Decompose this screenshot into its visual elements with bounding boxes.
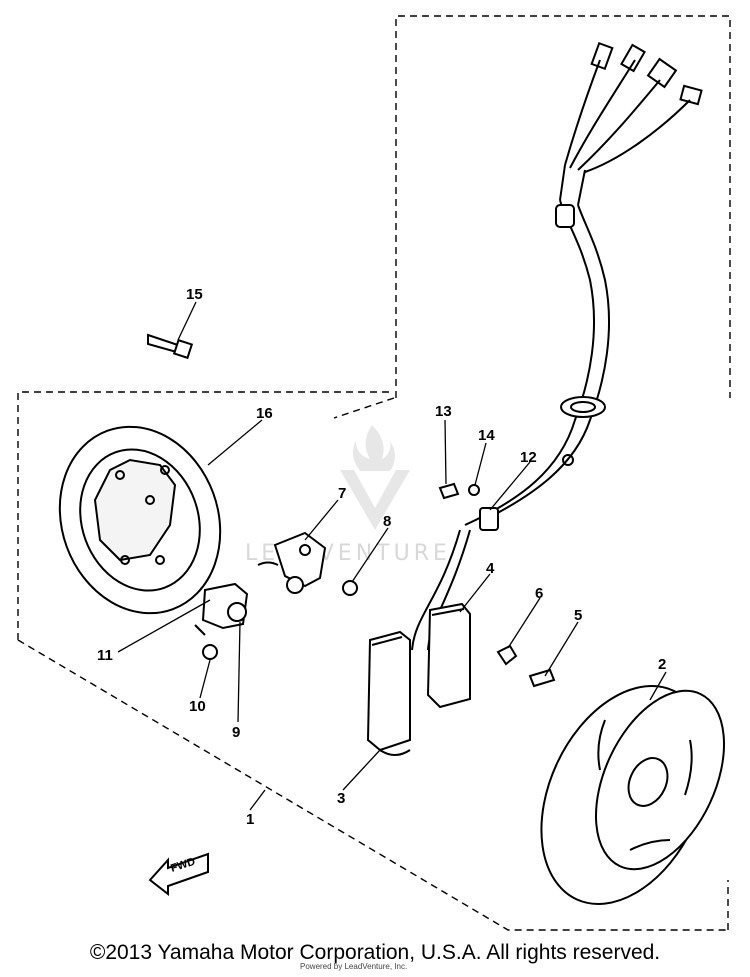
stator-base-plate bbox=[58, 425, 222, 615]
callout-11: 11 bbox=[97, 647, 113, 664]
wire-harness bbox=[411, 41, 703, 651]
screw-8 bbox=[342, 580, 358, 596]
callout-8: 8 bbox=[383, 513, 391, 530]
screw-10 bbox=[202, 644, 218, 660]
callout-4: 4 bbox=[486, 560, 495, 577]
callout-6: 6 bbox=[535, 585, 543, 602]
harness-boundary bbox=[395, 15, 731, 398]
watermark-logo bbox=[340, 425, 410, 530]
powered-by-notice: Powered by LeadVenture, Inc. bbox=[300, 962, 408, 971]
ignition-coil bbox=[366, 630, 411, 756]
screw-13 bbox=[438, 482, 460, 500]
callout-10: 10 bbox=[189, 698, 206, 715]
callout-3: 3 bbox=[337, 790, 345, 807]
lighting-coil bbox=[426, 602, 471, 709]
stator-assembly-boundary bbox=[17, 391, 728, 931]
fwd-arrow: FWD bbox=[148, 852, 209, 897]
callout-5: 5 bbox=[574, 607, 582, 624]
callout-13: 13 bbox=[435, 403, 452, 420]
screw-5 bbox=[528, 668, 556, 688]
callout-7: 7 bbox=[338, 485, 346, 502]
leader-lines bbox=[117, 301, 667, 811]
callout-1: 1 bbox=[246, 811, 254, 828]
callout-14: 14 bbox=[478, 427, 495, 444]
callout-2: 2 bbox=[658, 656, 666, 673]
callout-16: 16 bbox=[256, 405, 273, 422]
copyright-notice: ©2013 Yamaha Motor Corporation, U.S.A. A… bbox=[89, 941, 661, 964]
washer-6 bbox=[496, 644, 518, 666]
flywheel-rotor bbox=[540, 685, 726, 905]
condenser bbox=[194, 582, 249, 636]
bolt-15 bbox=[147, 333, 194, 360]
callout-12: 12 bbox=[520, 449, 537, 466]
callout-9: 9 bbox=[232, 724, 240, 741]
callout-15: 15 bbox=[186, 286, 203, 303]
washer-14 bbox=[468, 484, 480, 496]
contact-breaker bbox=[257, 531, 327, 594]
